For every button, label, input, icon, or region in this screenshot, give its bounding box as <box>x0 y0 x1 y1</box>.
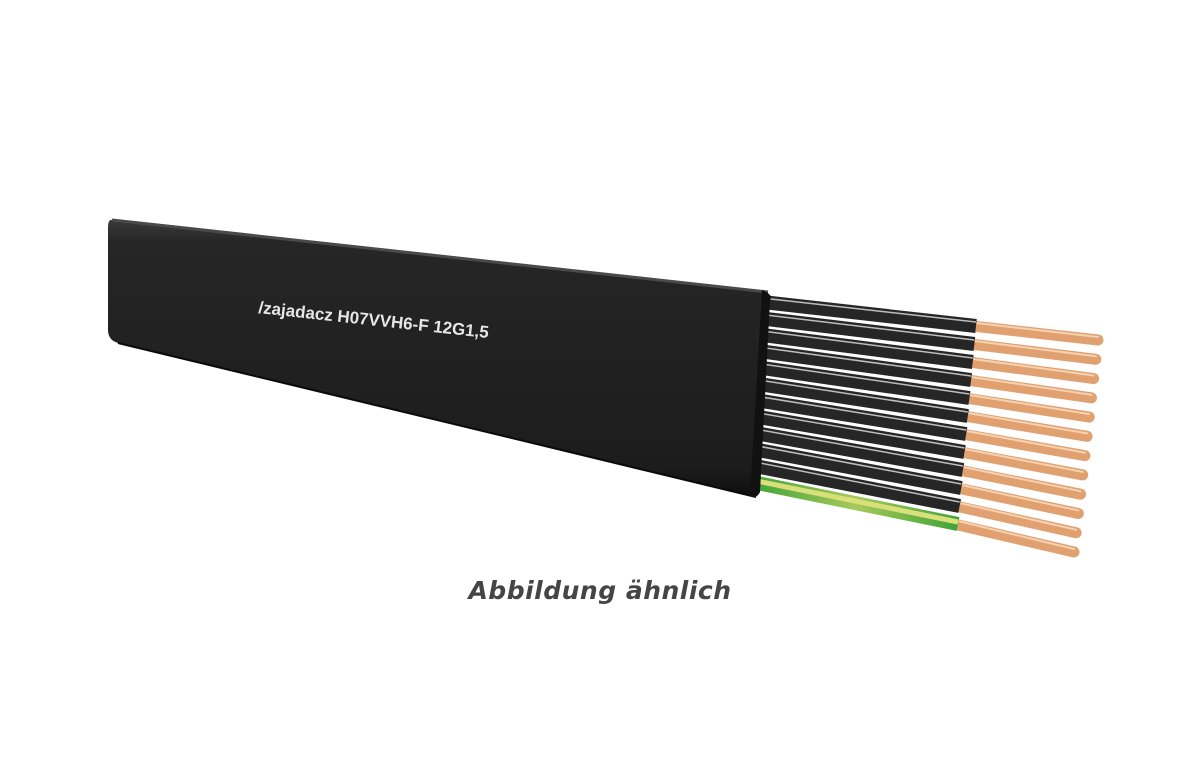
core-insulation <box>760 311 976 351</box>
core-wire <box>754 409 1089 481</box>
copper-conductor <box>953 464 1087 500</box>
copper-conductor <box>951 482 1084 519</box>
core-insulation <box>759 327 974 369</box>
copper-conductor <box>961 374 1097 404</box>
copper-conductor <box>948 518 1080 558</box>
caption: Abbildung ähnlich <box>468 576 732 605</box>
copper-conductor <box>950 500 1082 539</box>
core-wire <box>758 344 1097 404</box>
copper-conductor <box>955 446 1089 481</box>
core-insulation <box>758 344 973 387</box>
core-insulation <box>755 393 968 441</box>
core-insulation <box>752 442 963 495</box>
core-wire <box>757 360 1095 423</box>
core-insulation <box>757 360 971 405</box>
core-insulation <box>754 409 966 459</box>
copper-conductor <box>964 338 1102 365</box>
core-insulation <box>753 426 965 477</box>
cable-cores <box>750 295 1104 558</box>
core-insulation <box>751 458 961 513</box>
copper-conductor <box>959 392 1095 423</box>
core-wire <box>760 311 1102 365</box>
copper-conductor <box>958 410 1093 442</box>
copper-conductor <box>956 428 1091 462</box>
core-wire <box>759 327 1100 385</box>
core-wire <box>752 442 1084 519</box>
core-wire <box>761 295 1104 346</box>
copper-conductor <box>966 320 1104 346</box>
core-wire <box>755 393 1091 462</box>
core-wire <box>756 376 1093 442</box>
core-insulation <box>761 295 977 333</box>
protective-earth-core <box>750 475 1080 558</box>
core-insulation <box>756 376 969 423</box>
cable-sheath: /zajadacz H07VVH6-F 12G1,5 <box>108 218 771 498</box>
core-wire <box>753 426 1087 500</box>
core-wire <box>751 458 1082 539</box>
copper-conductor <box>963 356 1100 385</box>
